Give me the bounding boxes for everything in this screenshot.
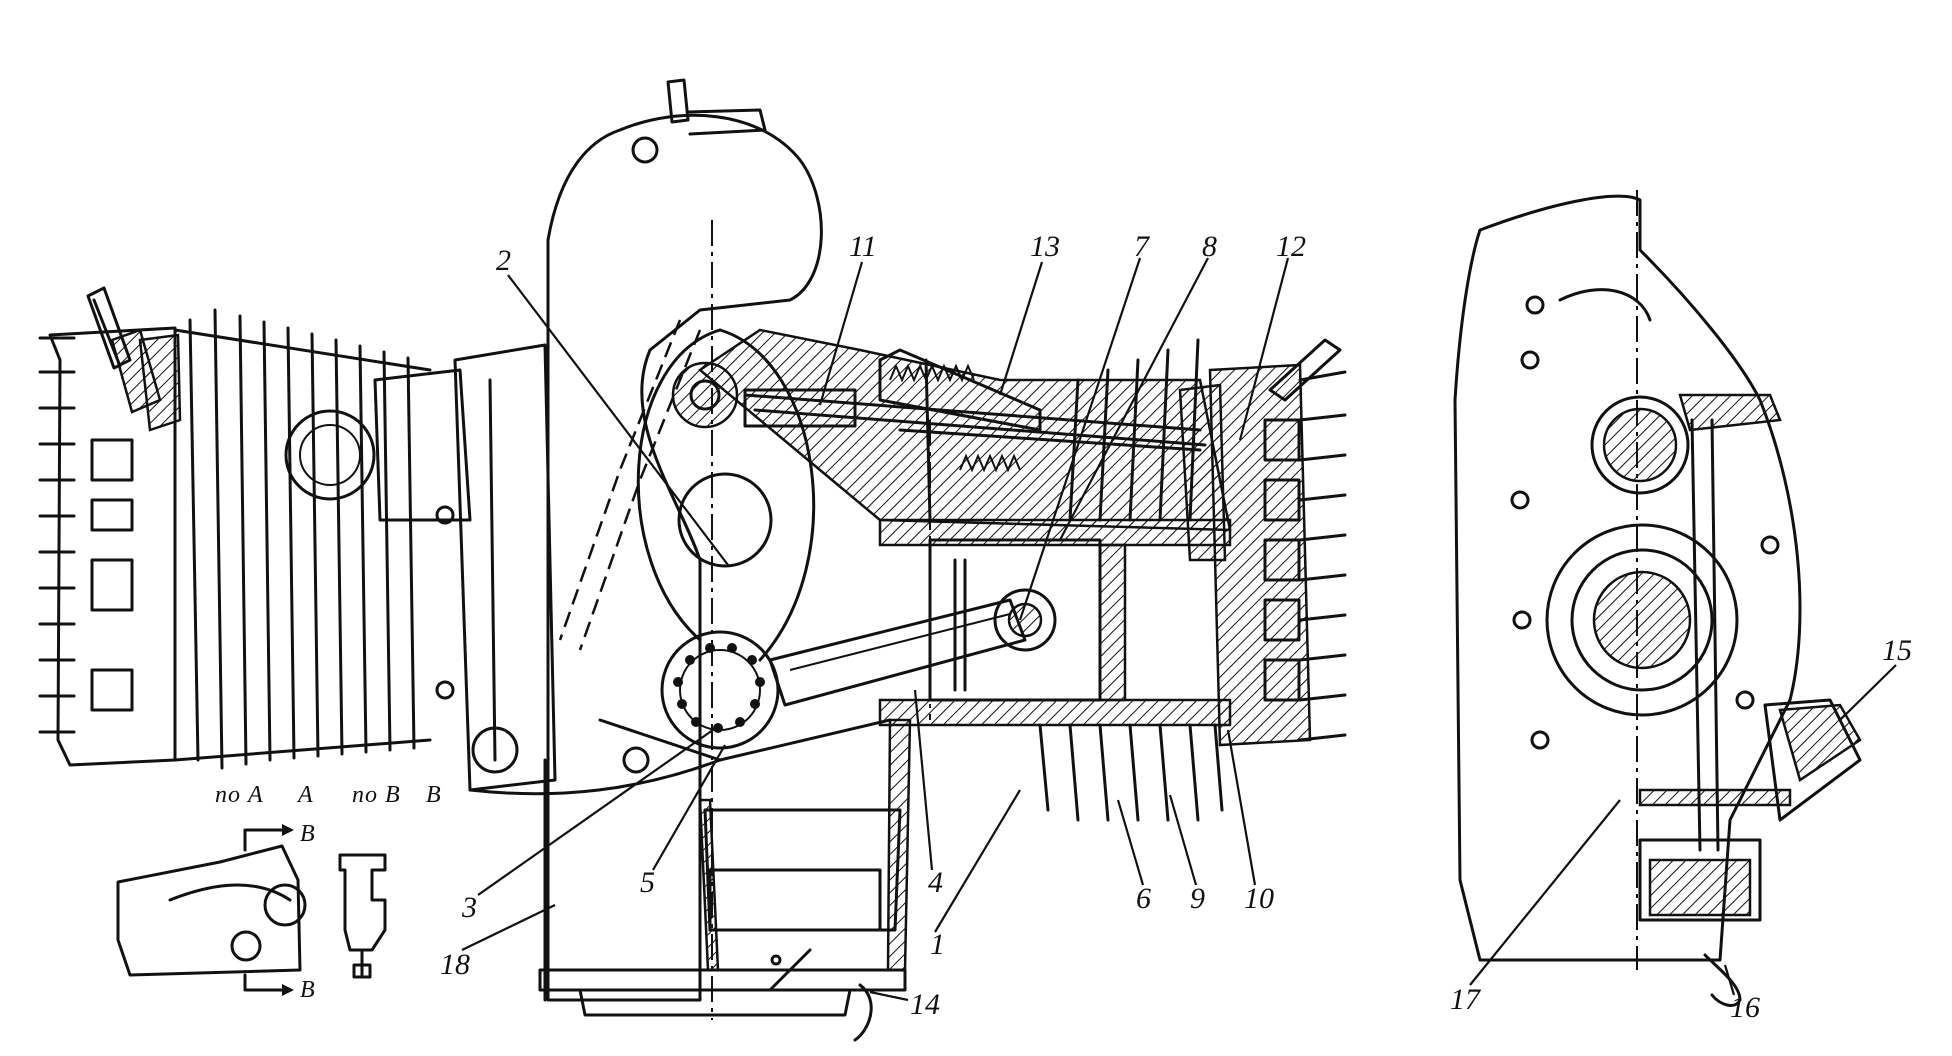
leader-17 — [1469, 799, 1621, 986]
leader-8 — [1059, 257, 1209, 541]
section-arrow-label-top: В — [300, 821, 316, 847]
callout-6: 6 — [1136, 882, 1151, 915]
right-crankshaft — [1592, 570, 1692, 670]
callout-3: 3 — [462, 891, 477, 924]
callout-2: 2 — [496, 244, 511, 277]
leader-18 — [461, 904, 556, 951]
section-arrow-label-bottom: В — [300, 977, 316, 1003]
crank-bearing — [660, 630, 780, 750]
valve-train — [697, 328, 1232, 562]
callout-14: 14 — [910, 988, 940, 1021]
leader-11 — [818, 261, 864, 406]
callout-17: 17 — [1450, 983, 1480, 1016]
leader-1 — [934, 789, 1021, 933]
callout-10: 10 — [1244, 882, 1274, 915]
leader-9 — [1168, 794, 1198, 886]
leader-5 — [652, 744, 726, 871]
callout-9: 9 — [1190, 882, 1205, 915]
section-label-po-a: по А — [215, 782, 264, 808]
callout-15: 15 — [1882, 634, 1912, 667]
cylinder-head-section — [1208, 338, 1347, 747]
callout-5: 5 — [640, 866, 655, 899]
leader-6 — [1116, 799, 1145, 886]
leader-lines — [461, 257, 1897, 1002]
right-side-view — [1453, 190, 1862, 1007]
section-label-b: В — [426, 782, 442, 808]
leader-3 — [477, 724, 721, 896]
leader-10 — [1226, 729, 1257, 886]
callout-4: 4 — [928, 866, 943, 899]
leader-4 — [913, 689, 934, 871]
right-camshaft-gear — [1602, 407, 1678, 483]
callout-18: 18 — [440, 948, 470, 981]
cylinder-fins — [173, 308, 432, 770]
main-engine-section — [468, 78, 1347, 1042]
left-cylinder-external-view — [38, 286, 557, 792]
callout-7: 7 — [1134, 230, 1149, 263]
callout-16: 16 — [1730, 991, 1760, 1024]
section-label-po-b: по В — [352, 782, 401, 808]
intake-port — [284, 409, 376, 501]
leader-14 — [869, 990, 909, 1002]
crankcase-sump — [538, 718, 912, 1042]
leader-7 — [1018, 257, 1142, 621]
callout-13: 13 — [1030, 230, 1060, 263]
callout-11: 11 — [849, 230, 877, 263]
leader-12 — [1238, 257, 1290, 441]
callout-8: 8 — [1202, 230, 1217, 263]
leader-2 — [507, 274, 729, 566]
section-label-a: А — [298, 782, 314, 808]
callout-1: 1 — [930, 928, 945, 961]
leader-16 — [1723, 964, 1736, 996]
connecting-rod — [768, 588, 1057, 707]
callout-12: 12 — [1276, 230, 1306, 263]
section-detail-views — [116, 824, 387, 996]
leader-13 — [998, 261, 1044, 396]
leader-15 — [1839, 664, 1897, 721]
head-fins — [38, 336, 134, 734]
